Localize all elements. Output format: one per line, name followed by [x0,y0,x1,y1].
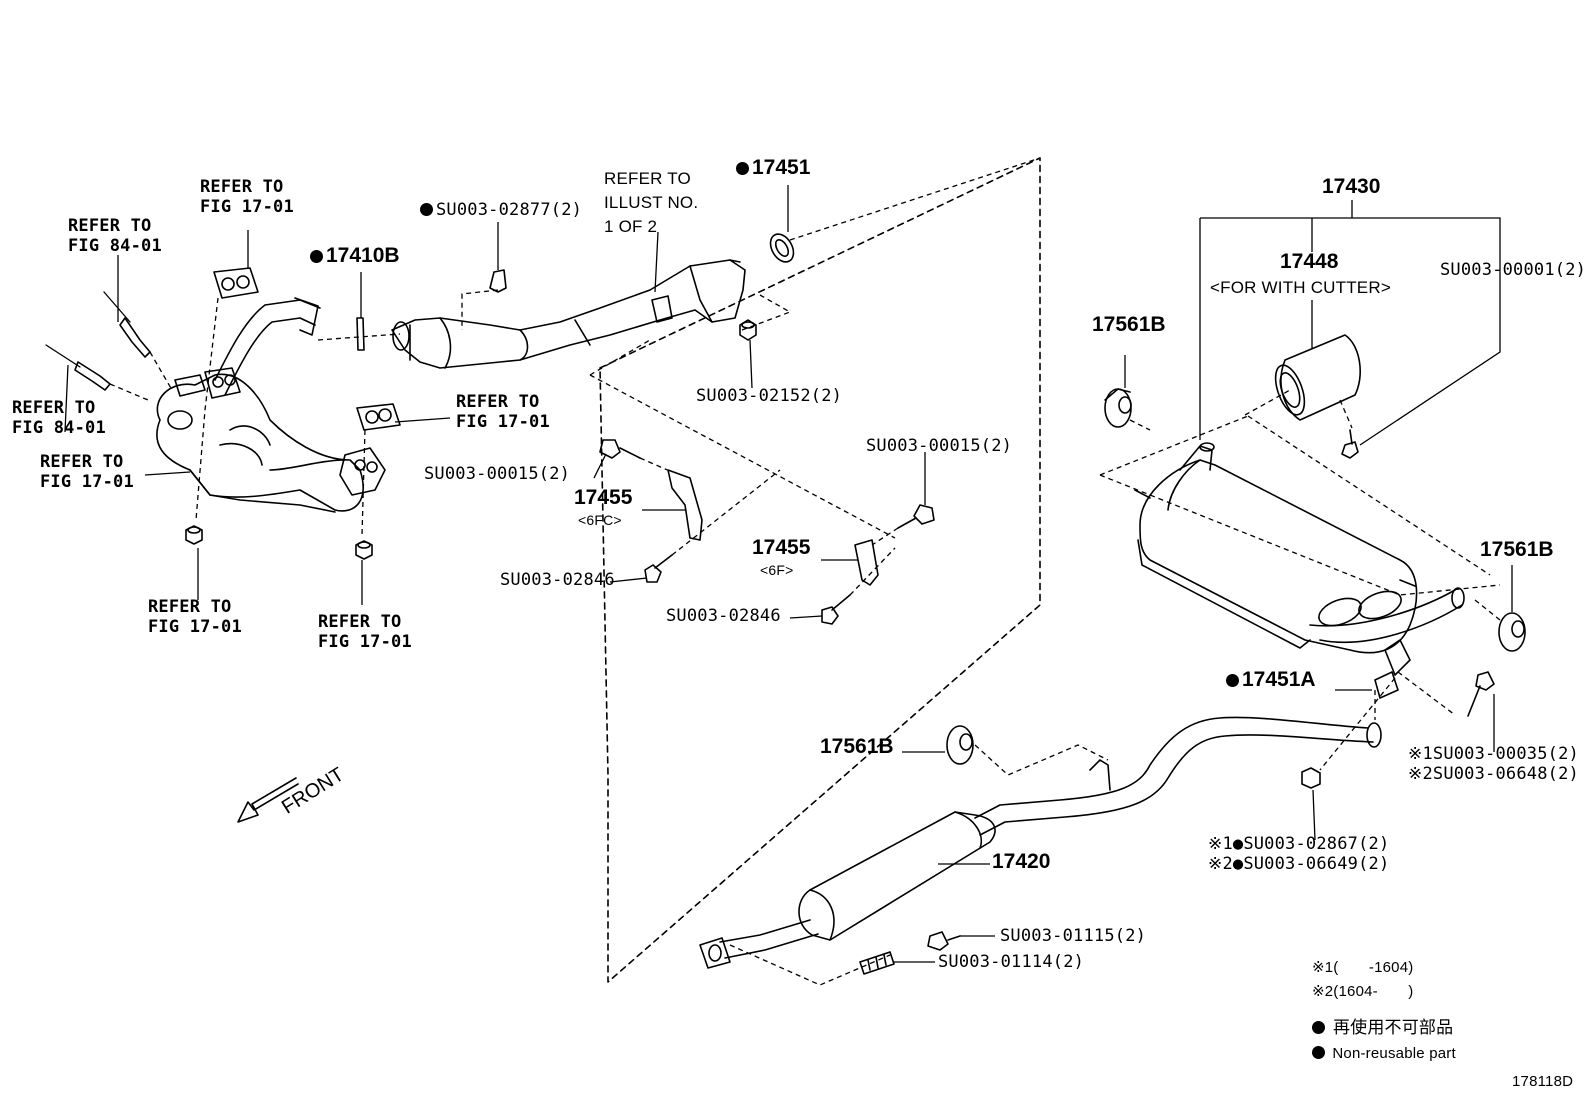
part-su003-02846-b: SU003-02846 [666,606,781,626]
part-17410B: 17410B [310,245,400,266]
non-reusable-dot [1312,1021,1325,1034]
part-su003-02152: SU003-02152(2) [696,386,843,406]
part-17561B-upper: 17561B [1092,313,1166,336]
manifold-gasket-mid [356,403,401,431]
part-su003-00015-b: SU003-00015(2) [866,436,1013,456]
manifold-gasket-top [213,267,259,299]
part-su003-01115: SU003-01115(2) [1000,926,1147,946]
center-exhaust-pipe [699,716,1382,969]
part-17455-6fc: 17455 [574,486,633,509]
part-17455-6f-variant: <6F> [760,562,794,578]
legend-non-reusable-jp: 再使用不可部品 [1312,1018,1453,1038]
part-su003-00035: ※1SU003-00035(2) [1408,744,1579,764]
part-17451A: 17451A [1226,669,1316,690]
non-reusable-dot [1226,674,1239,687]
legend-note-1: ※1( -1604) [1312,959,1414,976]
legend-note-2: ※2(1604- ) [1312,983,1414,1000]
front-exhaust-pipe [391,259,746,369]
non-reusable-dot [736,162,749,175]
rubber-mount-b [1498,612,1526,652]
part-su003-02846-a: SU003-02846 [500,570,615,590]
non-reusable-dot [310,250,323,263]
part-17448-note: <FOR WITH CUTTER> [1210,278,1391,297]
part-su003-00001: SU003-00001(2) [1440,260,1587,280]
part-17451: 17451 [736,157,810,178]
part-su003-00015-a: SU003-00015(2) [424,464,571,484]
part-17448: 17448 [1280,250,1339,273]
part-su003-06649: ※2●SU003-06649(2) [1208,854,1390,874]
part-su003-02867: ※1●SU003-02867(2) [1208,834,1390,854]
part-17561B-lower: 17561B [820,735,894,758]
non-reusable-dot [1312,1046,1325,1059]
part-su003-01114: SU003-01114(2) [938,952,1085,972]
legend-non-reusable-en: Non-reusable part [1312,1044,1456,1064]
part-17420: 17420 [992,850,1051,873]
part-17561B-right: 17561B [1480,538,1554,561]
part-17455-6f: 17455 [752,536,811,559]
diagram-id-code: 178118D [1512,1073,1574,1090]
exhaust-manifold [156,297,386,513]
part-17430: 17430 [1322,175,1381,198]
part-17455-6fc-variant: <6FC> [578,512,622,528]
muffler-cutter [1274,334,1361,421]
rubber-mount-c [946,725,974,765]
non-reusable-dot [420,203,433,216]
part-su003-06648: ※2SU003-06648(2) [1408,764,1579,784]
rubber-mount-a [1104,388,1132,428]
part-su003-02877: SU003-02877(2) [420,200,582,220]
muffler [1134,442,1465,676]
